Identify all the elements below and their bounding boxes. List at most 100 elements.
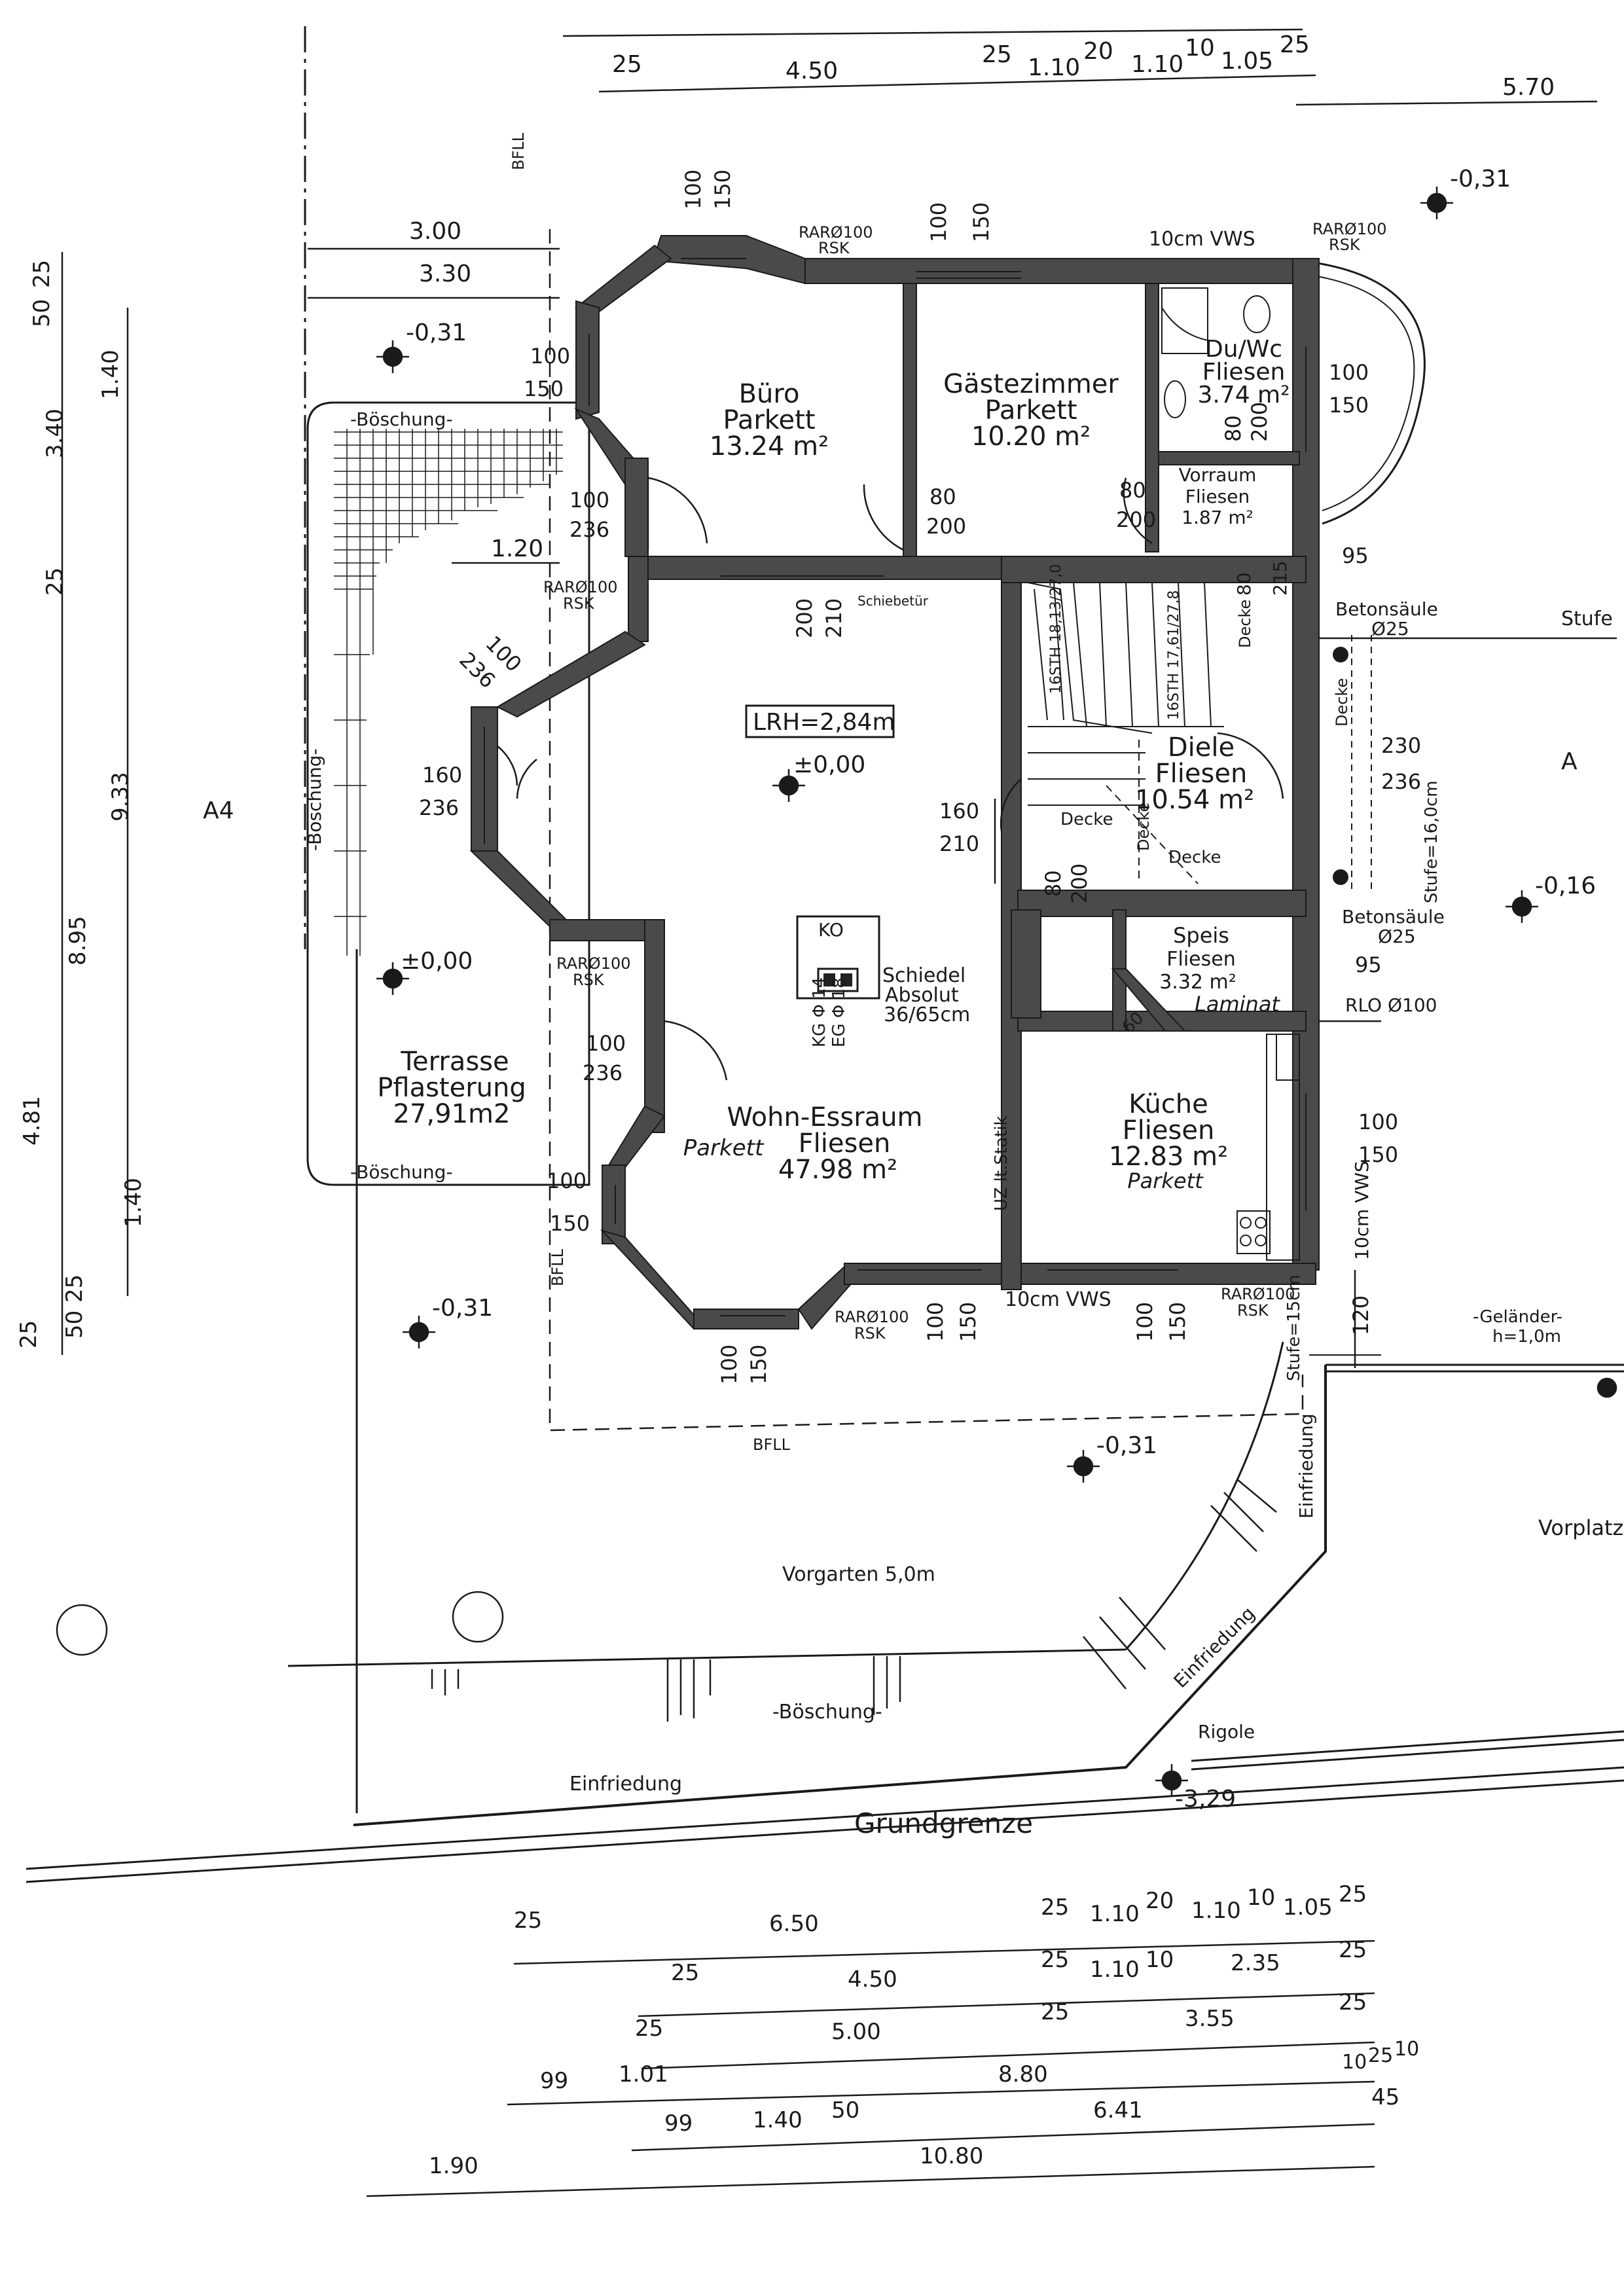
dim-r1-3: 1.10	[1090, 1901, 1140, 1927]
dim-left-j: 25	[62, 1274, 88, 1303]
room-speis-area: 3.32 m²	[1159, 971, 1236, 994]
dim-left-a: 25	[29, 260, 55, 288]
schiebetuer-label: Schiebetür	[857, 593, 929, 609]
room-duwc-name: Du/Wc	[1205, 336, 1282, 363]
terrace-hatch	[334, 429, 563, 956]
level-nw: -0,31	[406, 319, 467, 346]
op8-b: 236	[419, 795, 459, 820]
op4-b: 236	[569, 517, 609, 542]
dim-r1-7: 1.05	[1283, 1894, 1333, 1921]
einfriedung-vert: Einfriedung	[1295, 1413, 1317, 1519]
op21-a: 80	[1221, 415, 1246, 442]
op12-a: 100	[717, 1345, 742, 1384]
vorgarten-label: Vorgarten 5,0m	[782, 1563, 935, 1586]
lrh-label: LRH=2,84m	[753, 709, 895, 736]
uz-label: UZ lt.Statik	[992, 1116, 1011, 1211]
betonsaeule-2: Betonsäule	[1342, 906, 1445, 928]
vws-right: 10cm VWS	[1351, 1161, 1373, 1260]
sanitary	[1161, 287, 1300, 1261]
op16-a: 230	[1381, 733, 1421, 758]
vws-bottom: 10cm VWS	[1005, 1288, 1111, 1311]
dim-r5-4: 45	[1371, 2084, 1399, 2110]
op11-a: 80	[1041, 870, 1066, 897]
dim-r1-0: 25	[514, 1907, 542, 1934]
room-kueche-note: Parkett	[1127, 1168, 1204, 1193]
level-main: ±0,00	[793, 751, 865, 778]
dim-top-d: 1.10	[1028, 54, 1080, 81]
room-wohn-floor: Fliesen	[799, 1129, 891, 1159]
level-sw: -0,31	[432, 1295, 493, 1322]
op3-a: 100	[1329, 360, 1369, 385]
op15-a: 100	[1358, 1110, 1398, 1134]
misc-labels: LRH=2,84m ±0,00 ±0,00 -0,31 -0,31 -0,31 …	[203, 132, 1623, 1839]
dim-left-f: 9.33	[107, 772, 134, 822]
dim-left-d: 25	[42, 568, 68, 596]
dim-r1-6: 10	[1247, 1885, 1275, 1911]
dim-r1-4: 20	[1146, 1888, 1174, 1914]
op6-a: 80	[1119, 478, 1146, 503]
decke-3: Decke	[1134, 803, 1153, 851]
dim-r1-5: 1.10	[1191, 1898, 1241, 1924]
schiedel-3: 36/65cm	[884, 1003, 970, 1026]
op13-b: 150	[956, 1302, 981, 1342]
eg-label: EG Φ 18	[829, 977, 849, 1047]
dim-r1-8: 25	[1339, 1881, 1367, 1907]
kg-label: KG Φ 14	[810, 977, 829, 1047]
dim-r2-6: 25	[1339, 1937, 1367, 1963]
op15-b: 150	[1358, 1142, 1398, 1167]
betonsaeule-1: Betonsäule	[1335, 598, 1438, 620]
bfll-2: BFLL	[549, 1248, 567, 1286]
dim-left-e: 1.40	[98, 350, 124, 399]
dim-r4-2: 8.80	[998, 2061, 1048, 2087]
a4-label: A4	[203, 797, 234, 824]
dim-r2-2: 25	[1041, 1947, 1069, 1973]
op24-a: 100	[530, 344, 570, 369]
room-wohn-note: Parkett	[683, 1135, 765, 1161]
room-speis-note: Laminat	[1195, 992, 1280, 1017]
room-diele-floor: Fliesen	[1155, 759, 1248, 789]
rsk-2: RSK	[1329, 236, 1361, 254]
op10-a: 160	[939, 799, 979, 823]
decke-4: Decke	[1236, 600, 1254, 648]
dim-left-n: 3.30	[419, 261, 471, 287]
op22-a: 80	[1233, 572, 1255, 596]
stufe16-label: Stufe=16,0cm	[1422, 780, 1441, 903]
dim-top-j: 5.70	[1502, 74, 1555, 101]
rar-3: RARØ100	[543, 578, 618, 596]
windows	[484, 258, 1307, 1316]
room-kueche-name: Küche	[1128, 1089, 1208, 1119]
dim-top-i: 25	[1280, 31, 1310, 58]
rsk-3: RSK	[563, 594, 595, 613]
chimney	[796, 915, 880, 1000]
walls	[469, 235, 1320, 1330]
stair-b: 16STH 17,61/27,8	[1166, 590, 1182, 720]
rsk-4: RSK	[573, 971, 605, 989]
ko-label: KO	[818, 919, 844, 941]
op1-a: 100	[681, 170, 706, 209]
room-kueche-area: 12.83 m²	[1109, 1142, 1228, 1172]
betonsaeule-2d: Ø25	[1378, 926, 1416, 947]
rar-2: RARØ100	[1312, 220, 1387, 238]
op5-a: 80	[929, 484, 956, 509]
level-s: -0,31	[1096, 1432, 1157, 1459]
einfriedung-bottom: Einfriedung	[569, 1773, 682, 1796]
op13-a: 100	[923, 1302, 948, 1342]
op14-a: 100	[1132, 1302, 1157, 1342]
room-labels: Büro Parkett 13.24 m² Gästezimmer Parket…	[377, 336, 1290, 1193]
dim-left-g: 8.95	[65, 916, 91, 966]
room-buero-floor: Parkett	[723, 405, 816, 435]
dim-r1-1: 6.50	[769, 1911, 819, 1937]
decke-2: Decke	[1168, 848, 1221, 867]
opening-dimensions: 100 150 100 150 100 150 100 236 80 200 8…	[419, 170, 1421, 1384]
gelaender-h: h=1,0m	[1492, 1327, 1561, 1346]
op25-b: 150	[550, 1211, 590, 1236]
dim-r2-1: 4.50	[848, 1966, 897, 1993]
room-vorraum-floor: Fliesen	[1185, 486, 1250, 507]
op21-b: 200	[1247, 402, 1272, 442]
op17-a: 95	[1342, 543, 1369, 568]
decke-1: Decke	[1060, 810, 1113, 829]
doors	[497, 477, 1284, 1081]
staircase	[1027, 582, 1224, 884]
dim-r1-2: 25	[1041, 1894, 1069, 1921]
